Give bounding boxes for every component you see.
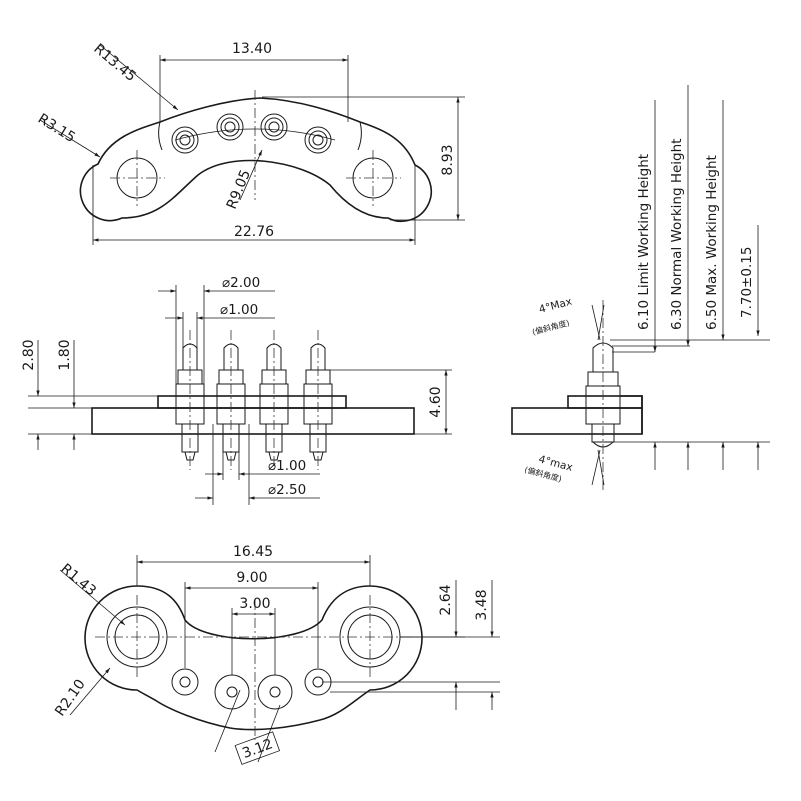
top-view: 13.40 R13.45 R3.15 8.93 R9.05 22.76 <box>35 41 465 245</box>
bottom-view-pins <box>171 668 332 710</box>
max-working-height: 6.50 Max. Working Height <box>704 155 720 330</box>
dim-dia-2-00: ⌀2.00 <box>222 275 260 291</box>
limit-working-height: 6.10 Limit Working Height <box>636 154 652 330</box>
dim-1-80: 1.80 <box>57 339 73 370</box>
top-view-body-outline <box>79 97 432 223</box>
dim-13-40: 13.40 <box>232 41 272 57</box>
normal-working-height: 6.30 Normal Working Height <box>669 139 685 330</box>
bottom-view-body-outline <box>84 585 423 731</box>
dim-r13-45: R13.45 <box>90 41 138 85</box>
dim-2-64: 2.64 <box>438 584 454 615</box>
dim-dia-2-50: ⌀2.50 <box>268 482 306 498</box>
working-height-view: 4°Max (偏斜角度) 4°max (偏斜角度) 6.10 Limit Wor… <box>511 85 770 490</box>
dim-16-45: 16.45 <box>233 544 273 560</box>
free-height: 7.70±0.15 <box>739 247 755 318</box>
dim-3-12: 3.12 <box>240 736 275 762</box>
side-view: ⌀2.00 ⌀1.00 2.80 1.80 4.60 ⌀1.00 ⌀2. <box>21 275 452 505</box>
dim-3-12-box <box>234 731 281 765</box>
angle-top: 4°Max <box>538 296 574 316</box>
dim-8-93: 8.93 <box>440 144 456 175</box>
dim-9-00: 9.00 <box>236 570 267 586</box>
side-view-pins <box>175 343 333 461</box>
dim-r9-05: R9.05 <box>224 168 254 212</box>
dim-3-00: 3.00 <box>239 596 270 612</box>
dim-r1-43: R1.43 <box>57 561 99 600</box>
dim-r3-15: R3.15 <box>35 111 78 146</box>
dim-4-60: 4.60 <box>428 386 444 417</box>
bottom-view: 16.45 9.00 3.00 R1.43 R2.10 2.64 3.48 <box>52 544 500 765</box>
top-view-pins <box>171 113 332 154</box>
top-view-inner-arc <box>158 121 163 151</box>
dim-r2-10: R2.10 <box>52 677 89 720</box>
dim-2-80: 2.80 <box>21 339 37 370</box>
dim-dia-1-00-bottom: ⌀1.00 <box>268 458 306 474</box>
dim-3-48: 3.48 <box>474 589 490 620</box>
angle-top-note: (偏斜角度) <box>531 317 571 337</box>
dim-dia-1-00-top: ⌀1.00 <box>220 302 258 318</box>
dim-22-76: 22.76 <box>234 224 274 240</box>
